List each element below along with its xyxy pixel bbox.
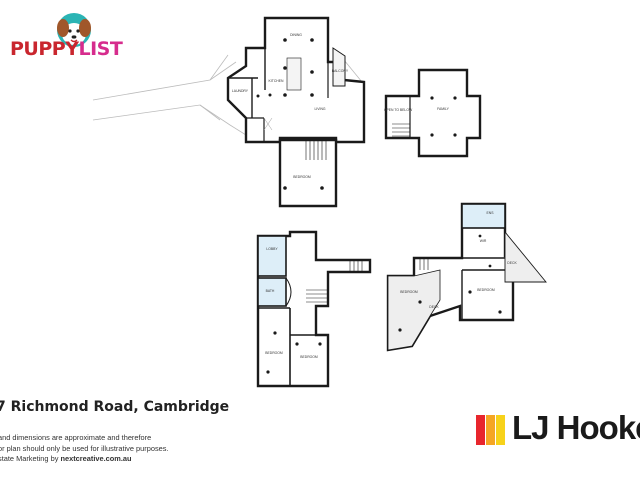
lj-hooker-logo (476, 415, 505, 445)
room-label-dining: DINING (290, 33, 302, 37)
upper-floor-family (384, 68, 482, 158)
room-label-laundry: LAUNDRY (232, 89, 249, 93)
room-label-bedroom-master: BEDROOM (400, 290, 418, 294)
room-label-kitchen: KITCHEN (269, 79, 284, 83)
room-label-deck: DECK (429, 305, 439, 309)
room-label-bath: BATH (266, 289, 275, 293)
floor-plans: DINING KITCHEN LAUNDRY BALCONY LIVING BE… (92, 16, 547, 388)
puppy-list-logo (57, 13, 91, 47)
room-label-bedroom-left: BEDROOM (265, 351, 283, 355)
room-label-open-to-below: OPEN TO BELOW (384, 108, 413, 112)
room-label-deck-small: DECK (507, 261, 517, 265)
disclaimer-text: and dimensions are approximate and there… (0, 433, 169, 463)
property-address: 7 Richmond Road, Cambridge (0, 399, 230, 415)
lower-floor-left (256, 230, 372, 388)
room-label-bedroom-upper: BEDROOM (293, 175, 311, 179)
room-label-family: FAMILY (437, 107, 450, 111)
lower-floor-right (386, 202, 547, 352)
room-label-bedroom-small: BEDROOM (477, 288, 495, 292)
room-label-bedroom-right: BEDROOM (300, 355, 318, 359)
marketing-link[interactable]: nextcreative.com.au (60, 454, 132, 463)
room-label-wir: WIR (480, 239, 487, 243)
upper-floor-posts (256, 38, 324, 190)
puppy-list-wordmark: PUPPYLIST (10, 38, 123, 60)
room-label-balcony: BALCONY (332, 69, 349, 73)
lj-hooker-wordmark: LJ Hooke (512, 409, 640, 446)
room-label-living: LIVING (314, 107, 325, 111)
upper-floor-labels: DINING KITCHEN LAUNDRY BALCONY LIVING BE… (232, 33, 349, 179)
room-label-ens: ENS (487, 211, 495, 215)
room-label-lobby: LOBBY (266, 247, 278, 251)
